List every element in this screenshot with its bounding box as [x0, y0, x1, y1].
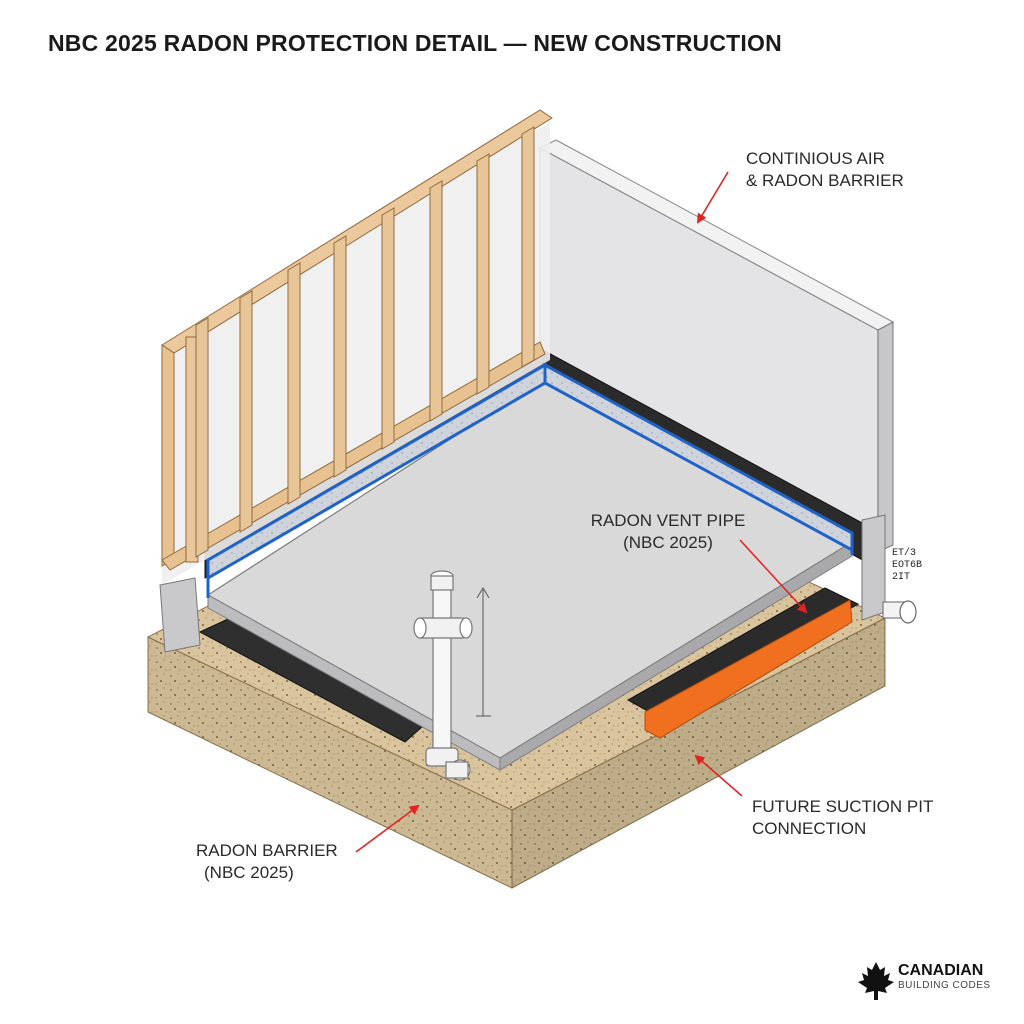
side-pipe-stub	[882, 600, 917, 624]
side-note-label: ET/3 EOT6B 2IT	[892, 548, 923, 583]
vent-dimension-line	[476, 587, 491, 717]
air-barrier-arrow	[696, 171, 729, 224]
blue-perimeter-seal	[206, 362, 854, 598]
brand-name: CANADIAN	[898, 962, 984, 979]
air-barrier-label: CONTINIOUS AIR & RADON BARRIER	[746, 149, 904, 190]
studs	[195, 126, 535, 558]
radon-vent-pipe	[413, 570, 473, 781]
page-title: NBC 2025 RADON PROTECTION DETAIL — NEW C…	[48, 30, 782, 56]
brand-subtitle: BUILDING CODES	[898, 980, 991, 991]
suction-pit-arrow	[694, 754, 743, 797]
concrete-slab	[206, 377, 854, 771]
suction-pit-label: FUTURE SUCTION PIT CONNECTION	[752, 797, 934, 838]
radon-barrier-arrow	[355, 804, 420, 853]
suction-pit	[626, 587, 860, 739]
vent-pipe-label: RADON VENT PIPE (NBC 2025)	[590, 511, 746, 552]
footing-left	[159, 577, 201, 653]
vent-pipe-arrow	[739, 539, 808, 614]
maple-leaf-icon	[858, 962, 894, 1000]
radon-barrier-label: RADON BARRIER (NBC 2025)	[196, 841, 338, 882]
stud-wall	[161, 109, 553, 585]
concrete-wall	[538, 139, 895, 553]
callout-arrows	[355, 171, 808, 853]
